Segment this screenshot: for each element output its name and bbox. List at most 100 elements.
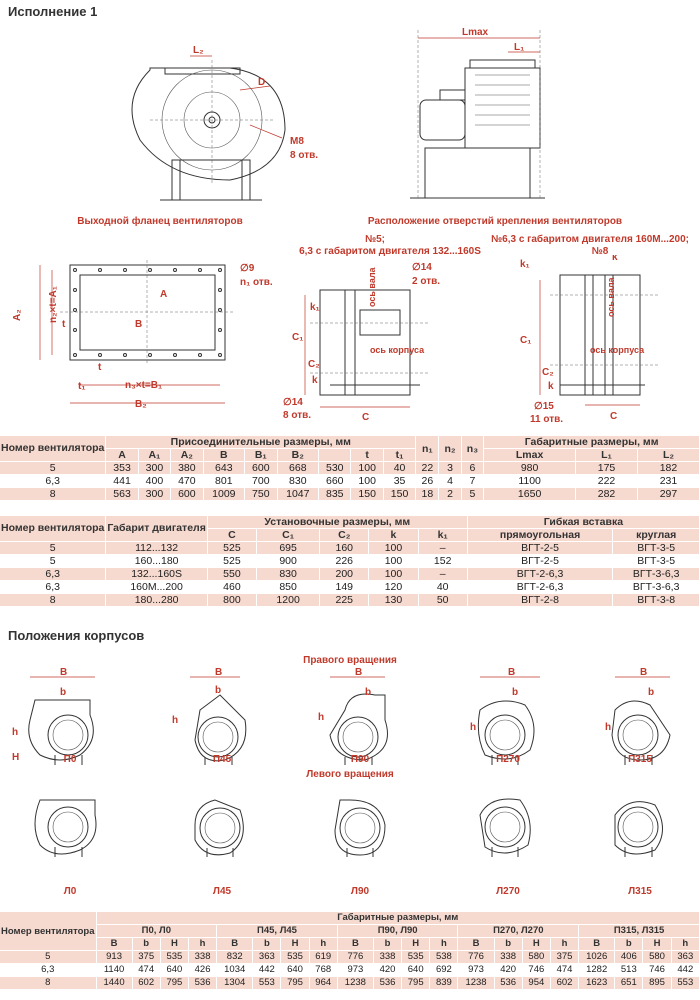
table-cell: 338 bbox=[373, 950, 403, 964]
table-cell: 619 bbox=[309, 950, 338, 964]
t3-sub-0-0: B bbox=[96, 937, 133, 951]
pos-P0 bbox=[28, 699, 94, 765]
label-d14a: ∅14 bbox=[412, 262, 432, 273]
t2-sub-k1: k₁ bbox=[418, 528, 468, 542]
table-cell: 1140 bbox=[96, 963, 133, 977]
pos-L270 bbox=[479, 798, 531, 857]
label-shaft-axis-m2: ось вала bbox=[606, 276, 616, 317]
table-cell: 900 bbox=[256, 554, 321, 568]
table-cell: 442 bbox=[252, 963, 282, 977]
label-D: D bbox=[258, 77, 265, 88]
t3-sub-4-0: B bbox=[578, 937, 616, 951]
table-cell: 160 bbox=[319, 541, 370, 555]
table-cell: 550 bbox=[207, 567, 258, 581]
label-2holes: 2 отв. bbox=[412, 276, 440, 287]
label-t1: t₁ bbox=[78, 381, 85, 392]
label-k1-m2: k₁ bbox=[520, 259, 530, 270]
table-cell: 6,3 bbox=[0, 580, 107, 594]
label-C2-m2: C₂ bbox=[542, 367, 554, 378]
t1-sub-t: t bbox=[350, 448, 384, 462]
table-cell: – bbox=[418, 541, 468, 555]
t3-g2: П90, Л90 bbox=[337, 924, 459, 938]
table-cell: 6,3 bbox=[0, 963, 97, 977]
t3-sub-2-0: B bbox=[337, 937, 374, 951]
label-C-mount1: C bbox=[362, 412, 369, 423]
pos-P270 bbox=[477, 700, 535, 765]
heading-version1: Исполнение 1 bbox=[8, 4, 98, 19]
table-cell: 973 bbox=[457, 963, 495, 977]
table-cell: 1440 bbox=[96, 976, 133, 990]
label-k-mount1: k bbox=[312, 375, 318, 386]
t3-sub-2-2: H bbox=[401, 937, 431, 951]
table-cell: 839 bbox=[429, 976, 459, 990]
caption-right-rot: Правого вращения bbox=[303, 655, 397, 666]
table-cell: 5 bbox=[0, 541, 107, 555]
t2-sub-rect: прямоугольная bbox=[467, 528, 614, 542]
table-cell: 1650 bbox=[483, 487, 577, 501]
pos-name-L270: Л270 bbox=[496, 886, 520, 897]
table-cell: 6,3 bbox=[0, 567, 107, 581]
table-cell: 535 bbox=[280, 950, 310, 964]
t1-n2: n₂ bbox=[438, 436, 462, 462]
table-cell: 800 bbox=[207, 593, 258, 607]
table-cell: 130 bbox=[368, 593, 419, 607]
label-body-axis-m2: ось корпуса bbox=[590, 345, 645, 355]
table-cell: 5 bbox=[0, 554, 107, 568]
pos-L45 bbox=[194, 799, 244, 857]
table-cell: 1238 bbox=[337, 976, 374, 990]
pos-P90-B: B bbox=[355, 667, 362, 678]
t1-sub-L1: L₁ bbox=[575, 448, 638, 462]
table-cell: 300 bbox=[138, 487, 172, 501]
table-cell: 8 bbox=[0, 593, 107, 607]
pos-P45-h: h bbox=[172, 715, 178, 726]
t3-sub-1-0: B bbox=[216, 937, 254, 951]
label-k1: k₁ bbox=[310, 302, 320, 313]
table-cell: 651 bbox=[614, 976, 644, 990]
table-cell: 640 bbox=[280, 963, 310, 977]
table-cell: 525 bbox=[207, 541, 258, 555]
table-cell: 2 bbox=[438, 487, 462, 501]
table-cell: 22 bbox=[415, 461, 440, 475]
table-cell: 460 bbox=[207, 580, 258, 594]
table-cell: 338 bbox=[494, 950, 523, 964]
label-C1-m2: C₁ bbox=[520, 335, 531, 346]
caption-outlet-flange: Выходной фланец вентиляторов bbox=[77, 216, 243, 227]
table-cell: 1200 bbox=[256, 593, 321, 607]
table-cell: 832 bbox=[216, 950, 254, 964]
table-cell: ВГТ-2-6,3 bbox=[467, 580, 614, 594]
pos-P45 bbox=[194, 694, 247, 765]
pos-name-L45: Л45 bbox=[212, 886, 232, 897]
label-8holes: 8 отв. bbox=[290, 150, 318, 161]
t3-group: Габаритные размеры, мм bbox=[96, 912, 700, 925]
table-cell: ВГТ-2-5 bbox=[467, 554, 614, 568]
table-cell: 1304 bbox=[216, 976, 254, 990]
t1-sub-A2: A₂ bbox=[170, 448, 204, 462]
table-cell: 768 bbox=[309, 963, 338, 977]
pos-P315-b: b bbox=[648, 687, 654, 698]
table-cell: 474 bbox=[550, 963, 580, 977]
table-cell: 695 bbox=[256, 541, 321, 555]
table-cell: 380 bbox=[170, 461, 204, 475]
table-cell: 132...160S bbox=[105, 567, 208, 581]
t3-sub-2-1: b bbox=[373, 937, 403, 951]
t1-sub-L2: L₂ bbox=[637, 448, 700, 462]
t1-sub-empty bbox=[318, 448, 352, 462]
label-A: A bbox=[160, 289, 167, 300]
pos-L90 bbox=[334, 799, 386, 857]
label-k-m2top: k bbox=[612, 255, 618, 263]
table-cell: 835 bbox=[318, 487, 352, 501]
table-install: Номер вентилятора Габарит двигателя Уста… bbox=[0, 516, 700, 607]
table-cell: 426 bbox=[188, 963, 218, 977]
t2-group-flex: Гибкая вставка bbox=[467, 516, 700, 529]
table-cell: 1034 bbox=[216, 963, 254, 977]
table-cell: 35 bbox=[383, 474, 417, 488]
t3-g1: П45, Л45 bbox=[216, 924, 338, 938]
pos-P45-b: b bbox=[215, 685, 221, 696]
table-cell: 553 bbox=[252, 976, 282, 990]
t1-sub-A1: A₁ bbox=[138, 448, 172, 462]
